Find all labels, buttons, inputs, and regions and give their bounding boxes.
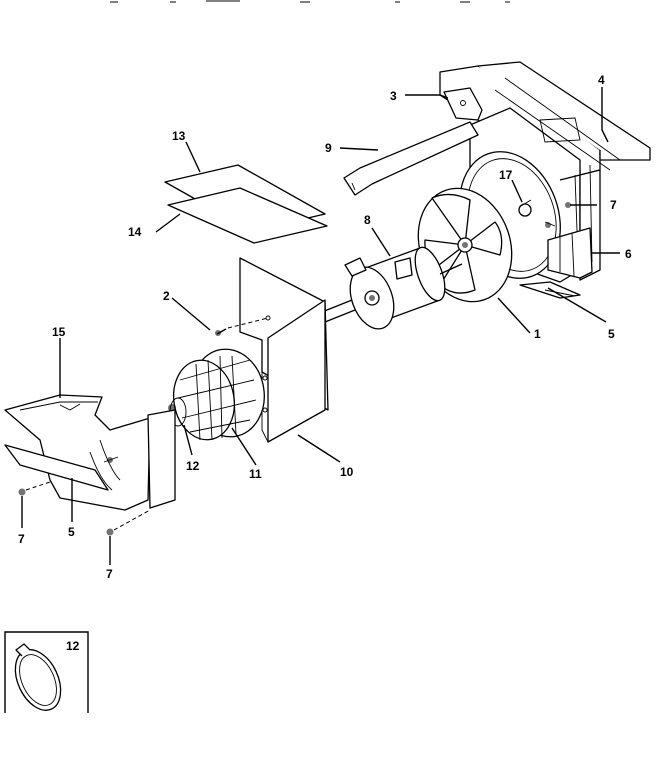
top-edge-fragment [110,0,510,3]
motor-mount-part-10 [239,257,329,443]
inset-label-12: 12 [66,639,80,653]
callout-15: 15 [52,325,66,339]
bracket-part-9 [343,121,479,196]
callout-7-middle: 7 [106,567,113,581]
callout-7-right: 7 [610,198,617,212]
clip-part-17 [518,199,556,228]
bracket-part-6 [547,227,593,279]
callout-13: 13 [172,129,186,143]
rail-part-5-right [519,281,581,299]
callout-5-left: 5 [68,525,75,539]
callout-9: 9 [325,141,332,155]
screw-part-2 [215,317,269,336]
leader-lines [59,87,620,522]
callout-1: 1 [534,327,541,341]
screw-part-7-lower-middle [106,509,151,565]
blower-wheel-part-11 [168,348,265,441]
callout-7-left: 7 [18,532,25,546]
callout-6: 6 [625,247,632,261]
callout-4: 4 [598,73,605,87]
callout-8: 8 [364,213,371,227]
screw-part-7-right [565,202,597,208]
callout-5-right: 5 [608,327,615,341]
callout-12: 12 [186,459,200,473]
screw-part-7-lower-left [18,481,51,528]
callout-14: 14 [128,225,142,239]
callout-11: 11 [249,467,262,481]
callout-3: 3 [390,89,397,103]
panel-part-14 [167,187,328,244]
callout-2: 2 [163,289,170,303]
motor-part-8 [321,246,463,330]
callout-17: 17 [499,168,513,182]
blower-housing-part-15 [4,394,176,511]
rail-part-5-left [4,444,109,491]
callout-10: 10 [340,465,354,479]
inset-detail-clamp-12: 12 [4,631,89,713]
callout-labels: 3 4 9 13 14 17 7 8 6 2 1 5 15 12 11 10 7… [18,73,632,581]
strap-part-3 [443,87,483,121]
screw-part-7-blower [103,456,119,463]
